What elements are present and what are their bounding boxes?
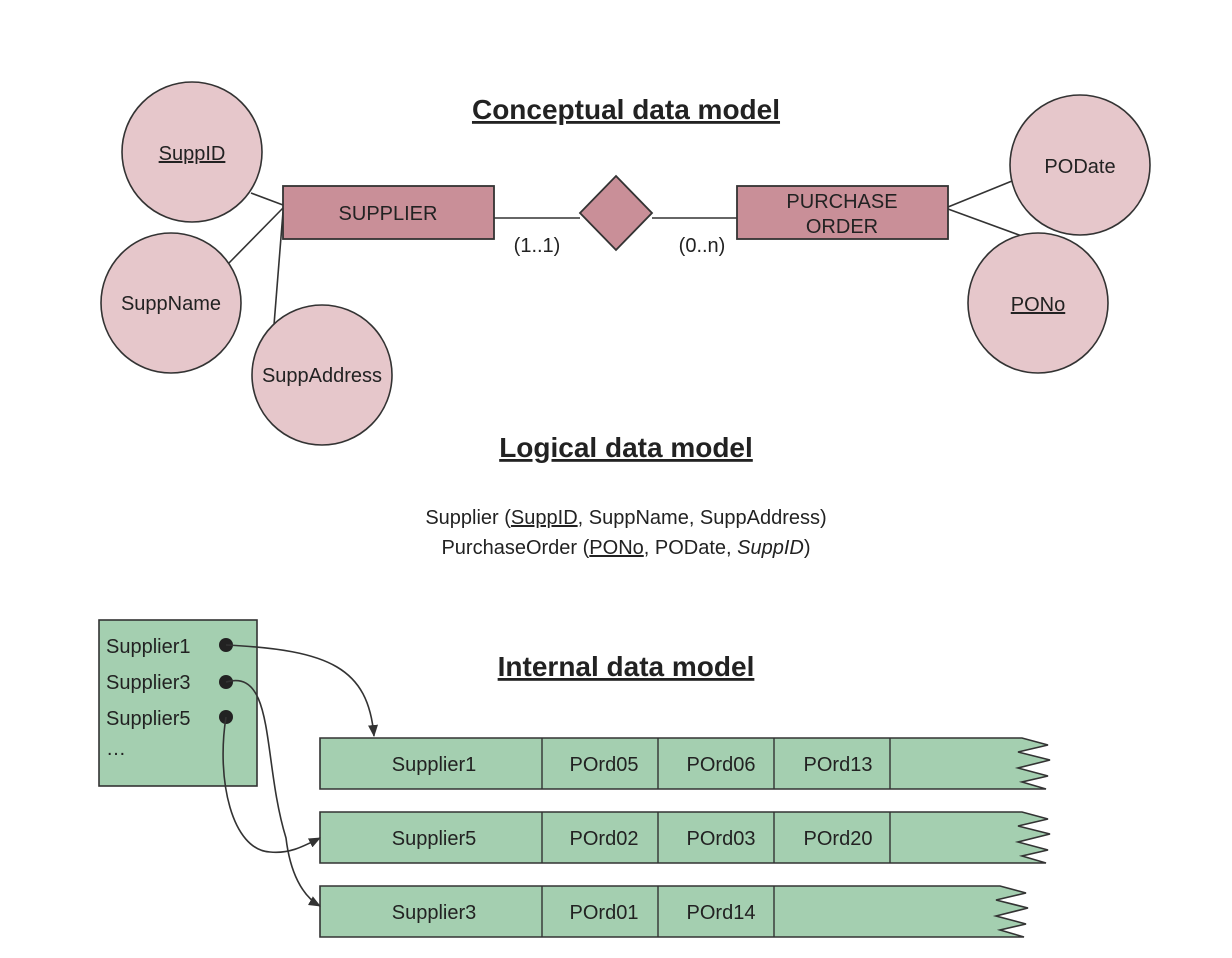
storage-row: Supplier3 POrd01 POrd14	[319, 885, 1029, 938]
pointer-arrow	[225, 679, 321, 907]
storage-row: Supplier1 POrd05 POrd06 POrd13	[319, 737, 1051, 790]
cardinality-supplier: (1..1)	[514, 235, 561, 257]
connector-pono	[947, 208, 1031, 240]
attribute-suppaddress-label: SuppAddress	[262, 365, 382, 387]
pointer-arrows	[222, 644, 379, 907]
attribute-pono: PONo	[967, 232, 1109, 374]
attribute-pono-label: PONo	[1011, 294, 1065, 316]
storage-row-torn-block	[319, 811, 1051, 864]
attribute-podate: PODate	[1009, 94, 1151, 236]
connector-suppid	[250, 192, 284, 206]
logical-po-close: )	[804, 537, 811, 559]
logical-heading: Logical data model	[499, 432, 753, 463]
order-cell-label: POrd13	[804, 754, 873, 776]
supplier-index: Supplier1 Supplier3 Supplier5 …	[98, 619, 258, 787]
order-cell-label: POrd02	[570, 828, 639, 850]
attribute-suppid-ellipse	[121, 81, 263, 223]
logical-po-foreign-key: SuppID	[737, 537, 804, 559]
entity-supplier-label: SUPPLIER	[339, 203, 438, 225]
cardinality-order: (0..n)	[679, 235, 726, 257]
attribute-pono-ellipse	[967, 232, 1109, 374]
entity-supplier-box	[282, 185, 495, 240]
logical-supplier-key: SuppID	[511, 507, 578, 529]
order-cell-label: POrd20	[804, 828, 873, 850]
order-cell-label: POrd14	[687, 902, 756, 924]
attribute-suppaddress: SuppAddress	[251, 304, 393, 446]
logical-po-name: PurchaseOrder (	[441, 537, 589, 559]
entity-purchase-order-label-line1: PURCHASE	[786, 191, 897, 213]
index-item-label: Supplier5	[106, 708, 191, 730]
pointer-arrow	[225, 644, 379, 737]
entity-purchase-order-label-line2: ORDER	[806, 216, 878, 238]
attribute-suppid-label: SuppID	[159, 143, 226, 165]
conceptual-heading: Conceptual data model	[472, 94, 780, 125]
logical-purchaseorder-relation: PurchaseOrder (PONo, PODate, SuppID)	[441, 537, 810, 559]
entity-purchase-order-box	[736, 185, 949, 240]
row-key-label: Supplier1	[392, 754, 477, 776]
pointer-arrow	[222, 716, 321, 854]
order-cell-label: POrd05	[570, 754, 639, 776]
attribute-suppname-label: SuppName	[121, 293, 221, 315]
entity-supplier: SUPPLIER	[282, 185, 495, 240]
attribute-podate-label: PODate	[1044, 156, 1115, 178]
conceptual-connectors	[227, 180, 1031, 326]
attribute-suppid: SuppID	[121, 81, 263, 223]
entity-purchase-order: PURCHASE ORDER	[736, 185, 949, 240]
connector-suppaddress	[273, 211, 284, 326]
attribute-suppaddress-ellipse	[251, 304, 393, 446]
attribute-suppname-ellipse	[100, 232, 242, 374]
internal-heading: Internal data model	[498, 651, 755, 682]
row-key-label: Supplier3	[392, 902, 477, 924]
order-cell-label: POrd03	[687, 828, 756, 850]
index-item-label: Supplier3	[106, 672, 191, 694]
logical-supplier-rest: , SuppName, SuppAddress)	[578, 507, 827, 529]
relationship-diamond	[578, 174, 654, 252]
connector-podate	[947, 180, 1013, 208]
storage-row-torn-block	[319, 737, 1051, 790]
index-item-label: Supplier1	[106, 636, 191, 658]
attribute-suppname: SuppName	[100, 232, 242, 374]
storage-row: Supplier5 POrd02 POrd03 POrd20	[319, 811, 1051, 864]
index-more-ellipsis: …	[106, 738, 126, 760]
logical-po-mid: , PODate,	[644, 537, 737, 559]
attribute-podate-ellipse	[1009, 94, 1151, 236]
connector-suppname	[227, 207, 284, 265]
order-cell-label: POrd06	[687, 754, 756, 776]
row-key-label: Supplier5	[392, 828, 477, 850]
logical-supplier-name: Supplier (	[425, 507, 511, 529]
logical-po-key: PONo	[589, 537, 643, 559]
storage-row-torn-block	[319, 885, 1029, 938]
order-cell-label: POrd01	[570, 902, 639, 924]
logical-supplier-relation: Supplier (SuppID, SuppName, SuppAddress)	[425, 507, 826, 529]
